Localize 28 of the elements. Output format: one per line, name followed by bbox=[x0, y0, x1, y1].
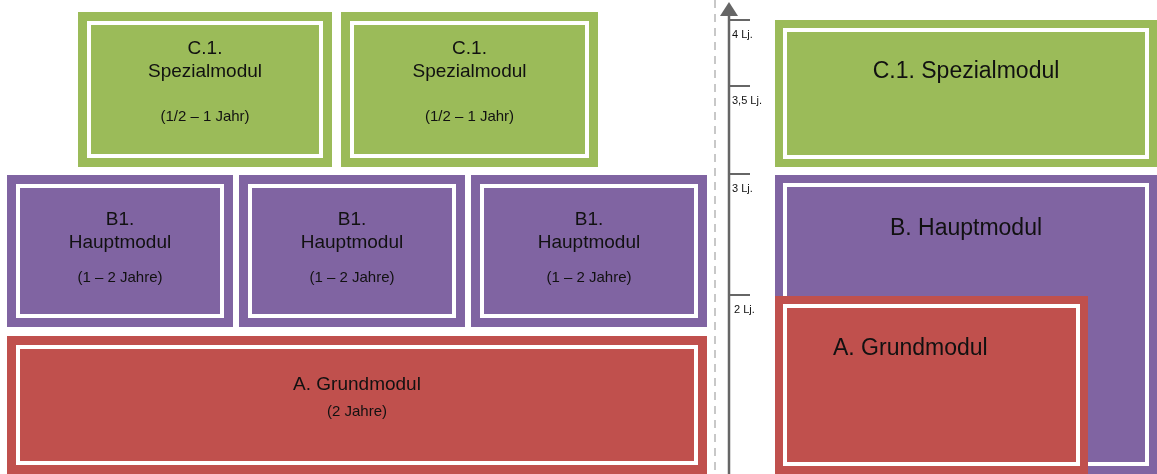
module-box bbox=[7, 336, 707, 474]
duration-text: (1 – 2 Jahre) bbox=[308, 267, 396, 287]
module-title: C.1. Spezialmodul bbox=[411, 36, 528, 82]
module-box bbox=[7, 175, 233, 327]
axis-tick-label: 4 Lj. bbox=[732, 28, 753, 40]
module-title: A. Grundmodul bbox=[292, 372, 422, 395]
module-box bbox=[775, 20, 1157, 167]
axis-tick-label: 2 Lj. bbox=[734, 303, 755, 315]
module-title: C.1. Spezialmodul bbox=[146, 36, 264, 82]
duration-text: (1/2 – 1 Jahr) bbox=[159, 106, 251, 126]
module-title: B1. Hauptmodul bbox=[67, 207, 173, 253]
axis-tick-label: 3,5 Lj. bbox=[732, 94, 762, 106]
module-box bbox=[239, 175, 465, 327]
axis-tick-label: 3 Lj. bbox=[732, 182, 753, 194]
module-title: C.1. Spezialmodul bbox=[871, 56, 1061, 85]
module-title: B. Hauptmodul bbox=[888, 213, 1044, 242]
module-box bbox=[471, 175, 707, 327]
duration-text: (1 – 2 Jahre) bbox=[76, 267, 164, 287]
module-title: B1. Hauptmodul bbox=[299, 207, 405, 253]
module-box bbox=[341, 12, 598, 167]
duration-text: (1 – 2 Jahre) bbox=[545, 267, 633, 287]
module-box bbox=[78, 12, 332, 167]
duration-text: (2 Jahre) bbox=[326, 401, 388, 421]
module-box bbox=[775, 175, 1157, 474]
duration-text: (1/2 – 1 Jahr) bbox=[423, 106, 516, 126]
module-title: B1. Hauptmodul bbox=[536, 207, 642, 253]
module-box bbox=[775, 296, 1088, 474]
module-title: A. Grundmodul bbox=[833, 333, 988, 362]
